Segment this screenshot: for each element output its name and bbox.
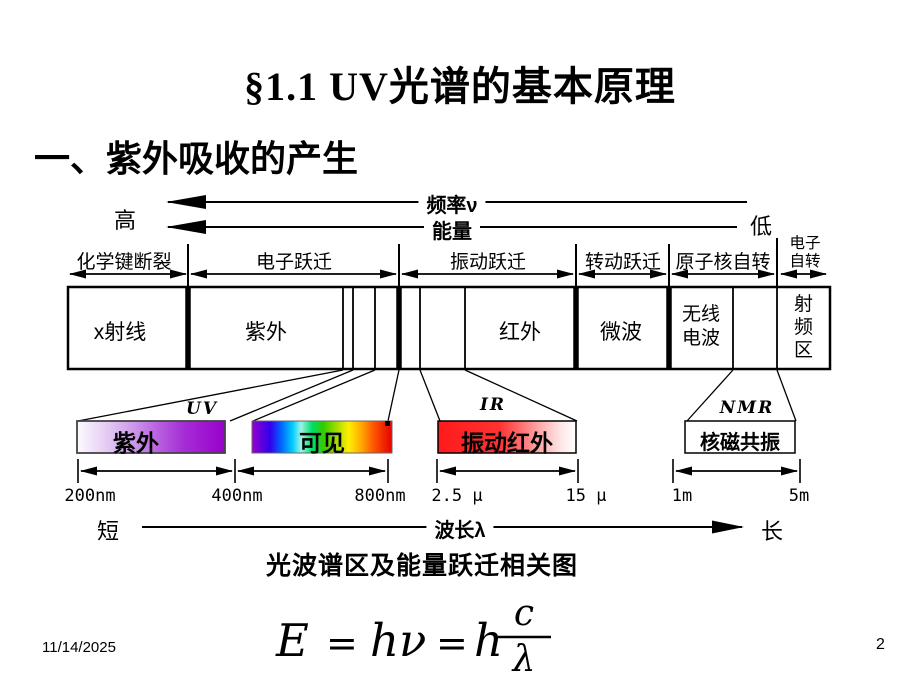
band-label-rf: 射频区: [793, 294, 813, 361]
scale-label-15u: 15 μ: [565, 486, 607, 506]
scale-label-5m: 5m: [788, 486, 810, 506]
transition-label-electronic: 电子跃迁: [255, 252, 333, 273]
scale-label-1m: 1m: [671, 486, 693, 506]
low-label: 低: [750, 214, 773, 239]
long-label: 长: [760, 519, 784, 544]
formula-lhs: E: [276, 614, 309, 667]
transition-label-bond-breaking: 化学键断裂: [76, 252, 172, 273]
scale-label-800nm: 800nm: [354, 486, 406, 506]
high-label: 高: [114, 208, 137, 233]
formula-numerator: c: [513, 593, 535, 634]
zoom-bar-label-nmr: 核磁共振: [700, 432, 780, 454]
frequency-axis-label: 频率ν: [418, 189, 486, 218]
wavelength-axis-label: 波长λ: [426, 514, 494, 543]
formula-equals-2: =: [436, 621, 468, 665]
zoom-bars: [76, 420, 796, 454]
footer-date: 11/14/2025: [42, 639, 116, 656]
band-label-radio: 无线电波: [681, 304, 720, 349]
zoom-connector-lines: [77, 369, 797, 422]
band-label-infrared: 红外: [499, 321, 541, 344]
scale-label-2-5u: 2.5 μ: [431, 486, 483, 506]
transition-label-vibrational: 振动跃迁: [449, 252, 527, 273]
nmr-tag: NMR: [719, 398, 775, 418]
formula-equals-1: =: [326, 621, 358, 665]
spectrum-band: [66, 285, 832, 371]
band-label-xray: x射线: [93, 321, 147, 344]
transition-dividers: [187, 238, 778, 287]
transition-label-nuclear-spin: 原子核自转: [675, 252, 771, 273]
band-label-uv: 紫外: [245, 321, 287, 344]
diagram-caption: 光波谱区及能量跃迁相关图: [265, 552, 579, 580]
section-heading: 一、紫外吸收的产生: [34, 139, 359, 179]
short-label: 短: [96, 519, 120, 544]
zoom-bar-label-uv: 紫外: [113, 430, 159, 456]
page-number: 2: [876, 636, 885, 653]
formula-coeff: h: [474, 614, 503, 667]
energy-axis-label: 能量: [424, 215, 480, 244]
slide-title: §1.1 UV光谱的基本原理: [244, 64, 676, 109]
formula-denominator: λ: [512, 639, 536, 680]
transition-label-rotational: 转动跃迁: [584, 252, 662, 273]
scale-label-400nm: 400nm: [211, 486, 263, 506]
zoom-bar-label-visible: 可见: [299, 430, 345, 456]
transition-label-electron-spin: 电子自转: [789, 235, 821, 270]
scale-ticks: [77, 459, 801, 483]
scale-label-200nm: 200nm: [64, 486, 116, 506]
zoom-bar-label-ir: 振动红外: [461, 430, 553, 456]
ir-tag: IR: [479, 395, 507, 415]
formula-hv: hν: [370, 614, 427, 667]
uv-tag: UV: [185, 399, 219, 419]
band-label-microwave: 微波: [600, 321, 642, 344]
